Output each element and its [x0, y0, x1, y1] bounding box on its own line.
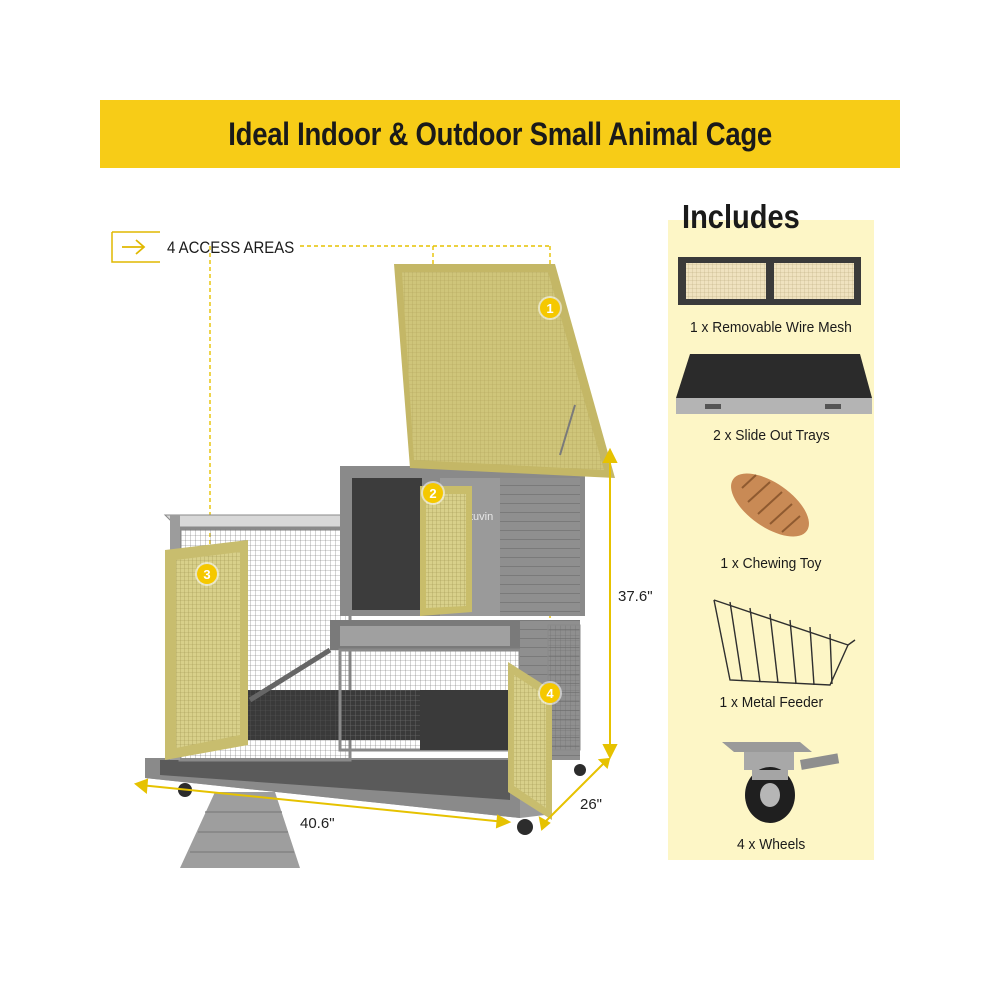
chewing-toy-icon — [731, 473, 809, 537]
height-dimension: 37.6" — [618, 588, 653, 605]
access-areas-label: 4 ACCESS AREAS — [167, 238, 295, 257]
access-area-badge-1: 1 — [540, 298, 560, 318]
access-lid-1 — [394, 264, 615, 478]
banner-title: Ideal Indoor & Outdoor Small Animal Cage — [228, 115, 772, 152]
width-dimension: 40.6" — [300, 815, 335, 832]
title-banner: Ideal Indoor & Outdoor Small Animal Cage — [100, 100, 900, 168]
access-door-2 — [420, 486, 472, 616]
depth-dimension: 26" — [580, 796, 603, 813]
slide-out-tray-icon — [676, 354, 872, 414]
ramp — [180, 792, 300, 868]
includes-item-wire-mesh: 1 x Removable Wire Mesh — [690, 319, 852, 336]
arrow-right-icon — [111, 231, 160, 263]
brand-logo: tuvin — [470, 511, 493, 523]
includes-item-chewing-toy: 1 x Chewing Toy — [720, 555, 822, 572]
access-area-badge-4: 4 — [540, 683, 560, 703]
dimension-lines — [133, 447, 618, 831]
metal-feeder-icon — [713, 599, 856, 686]
includes-item-metal-feeder: 1 x Metal Feeder — [719, 694, 823, 711]
includes-title: Includes — [682, 198, 800, 235]
access-area-badge-2: 2 — [423, 483, 443, 503]
cage-base — [145, 758, 545, 818]
access-door-3 — [165, 540, 248, 760]
access-area-badge-3: 3 — [197, 564, 217, 584]
caster-wheel-icon — [722, 742, 840, 823]
includes-item-trays: 2 x Slide Out Trays — [712, 427, 830, 444]
includes-item-wheels: 4 x Wheels — [736, 836, 806, 853]
wire-mesh-panel-icon — [678, 257, 861, 305]
access-door-4 — [508, 662, 552, 820]
